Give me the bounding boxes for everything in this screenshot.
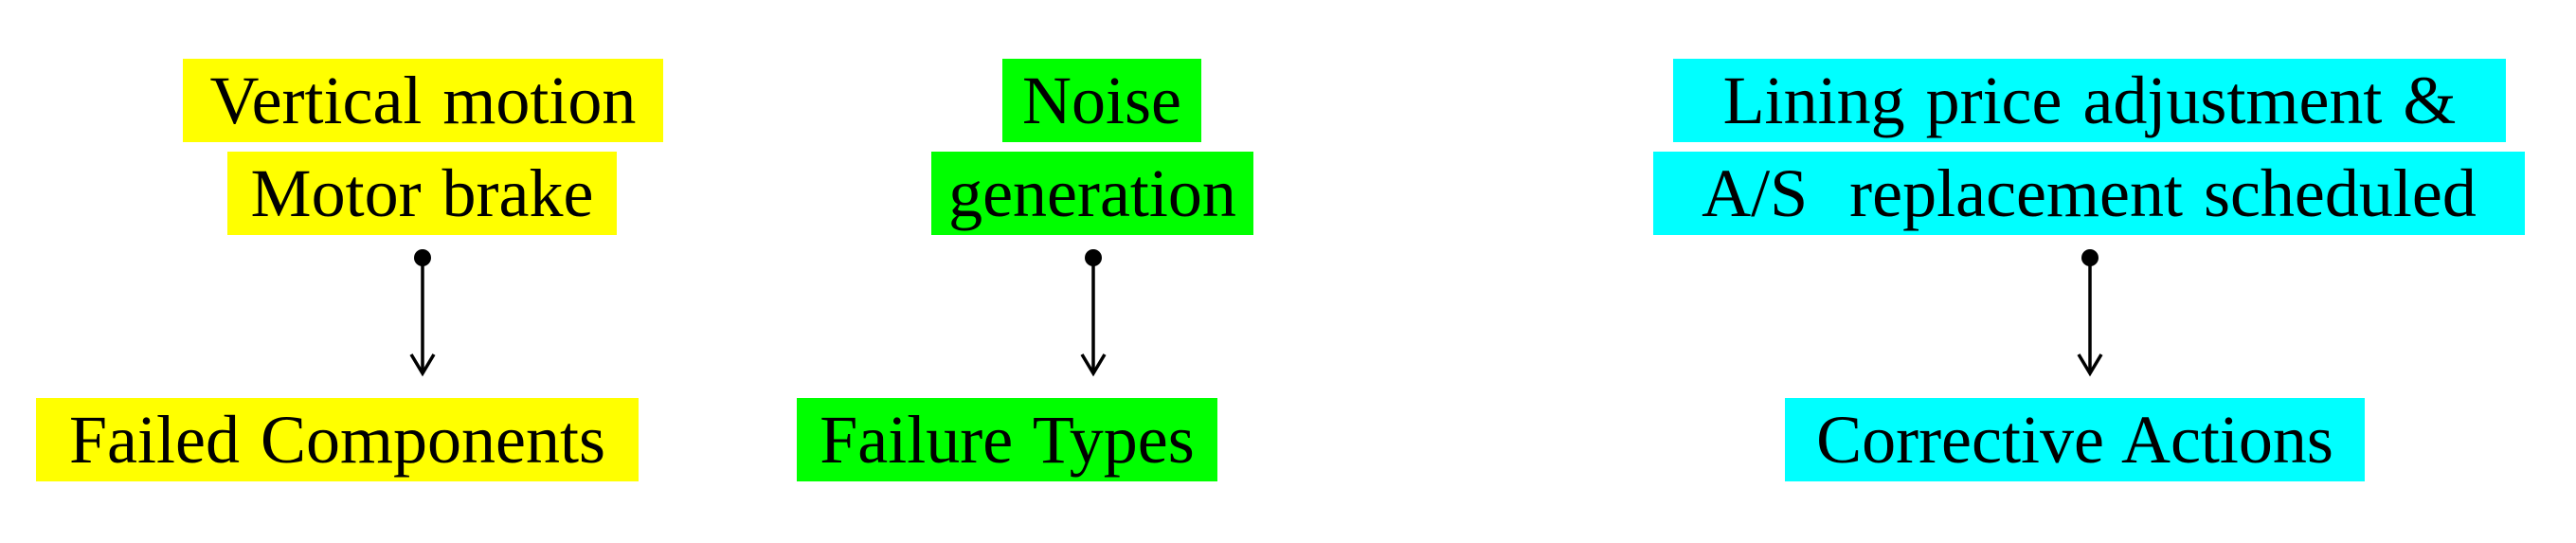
value-line-2: A/S replacement scheduled (1653, 152, 2525, 235)
value-line-1-text: Vertical motion (209, 63, 637, 138)
value-line-1-text: Noise (1022, 63, 1181, 138)
column-title-failure-types: Failure Types (797, 398, 1217, 481)
value-line-2-text: generation (948, 155, 1236, 231)
column-title-text: Corrective Actions (1816, 402, 2333, 478)
column-title-text: Failure Types (820, 402, 1195, 478)
value-line-2-text: A/S replacement scheduled (1702, 155, 2477, 231)
value-line-2: generation (931, 152, 1253, 235)
arrow-down-icon (1080, 249, 1107, 377)
value-line-1-text: Lining price adjustment & (1722, 63, 2457, 138)
value-line-2-text: Motor brake (250, 155, 594, 231)
value-line-1: Lining price adjustment & (1673, 59, 2506, 142)
value-line-2: Motor brake (227, 152, 617, 235)
value-line-1: Vertical motion (183, 59, 663, 142)
column-title-failed-components: Failed Components (36, 398, 639, 481)
column-title-corrective-actions: Corrective Actions (1785, 398, 2365, 481)
column-title-text: Failed Components (69, 402, 605, 478)
arrow-down-icon (2077, 249, 2103, 377)
arrow-down-icon (409, 249, 436, 377)
value-line-1: Noise (1002, 59, 1201, 142)
